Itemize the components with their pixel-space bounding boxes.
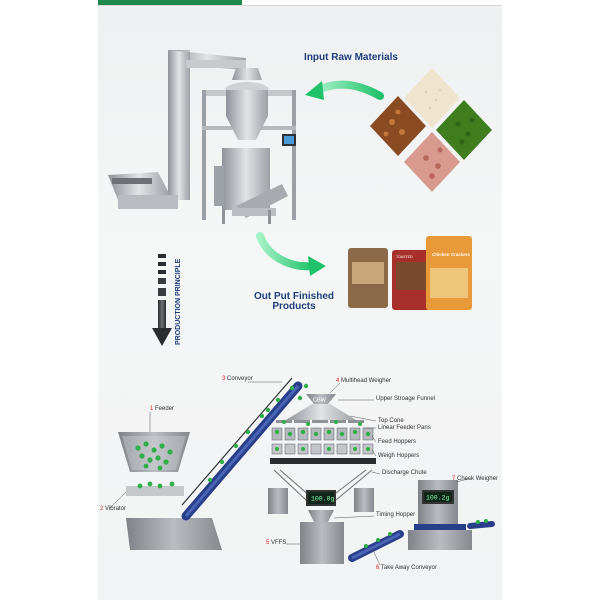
finished-products-image: TOASTED Chicken Crackers	[348, 236, 472, 310]
cbw-label: CBW	[313, 398, 327, 404]
side-block	[268, 488, 288, 514]
bag-label-toasted: TOASTED	[396, 255, 413, 259]
vibrator-tray	[126, 486, 184, 496]
label-vibrator: 2 Vibrator	[100, 506, 126, 512]
vibrator-peas	[137, 481, 175, 489]
conveyor-peas	[207, 383, 309, 483]
check-weigher-base	[408, 530, 472, 550]
weigh-peas	[275, 447, 370, 451]
machine-base	[126, 518, 222, 550]
take-away-conveyor	[348, 530, 404, 562]
side-block-2	[354, 488, 374, 512]
upper-funnel	[306, 394, 336, 404]
label-feeder: 1 Feeder	[150, 406, 175, 412]
raw-materials-image	[370, 68, 492, 192]
output-arrow	[256, 232, 316, 271]
input-arrowhead	[305, 81, 324, 100]
weigher-display-value: 100.0g	[311, 496, 335, 503]
output-title-line2: Products	[272, 301, 316, 312]
top-divider	[98, 5, 502, 6]
weigh-hoppers	[271, 443, 374, 455]
label-vffs: 5 VFFS	[266, 540, 287, 546]
feed-hoppers	[271, 427, 374, 441]
top-cone	[286, 404, 356, 420]
packaging-machine-image	[108, 50, 296, 224]
label-takeaway: 6 Take Away Conveyor	[376, 565, 437, 571]
label-conveyor: 3 Conveyor	[222, 376, 253, 382]
incline-conveyor	[181, 377, 303, 521]
production-principle-arrow	[152, 254, 172, 346]
label-feed-hoppers: Feed Hoppers	[378, 439, 417, 445]
feeder-peas	[135, 441, 173, 471]
leader-lines	[109, 381, 473, 566]
bag-label-crackers: Chicken Crackers	[432, 252, 471, 257]
check-weigher-display: 100.2g	[426, 495, 450, 502]
input-raw-materials-title: Input Raw Materials	[304, 52, 398, 63]
takeaway-peas	[364, 532, 392, 548]
hopper-peas	[274, 420, 371, 437]
label-upper-funnel: Upper Stroage Funnel	[376, 396, 436, 402]
label-check-weigher: 7 Check Weigher	[452, 476, 498, 482]
exit-conveyor	[467, 521, 495, 529]
output-arrowhead	[308, 256, 326, 276]
output-title-line1: Out Put Finished	[254, 291, 334, 302]
discharge-chute	[273, 469, 373, 501]
check-belt	[414, 524, 466, 530]
timing-hopper	[308, 510, 334, 522]
production-principle-label: PRODUCTION PRINCIPLE	[175, 258, 182, 345]
linear-feeder-pans	[276, 420, 364, 423]
label-weigh-hoppers: Weigh Hoppers	[378, 453, 420, 459]
top-accent-bar	[98, 0, 242, 5]
label-multihead: 4 Multihead Weigher	[336, 378, 391, 384]
label-timing-hopper: Timing Hopper	[376, 512, 416, 518]
input-arrow	[314, 80, 384, 100]
discharge-gates	[270, 458, 376, 464]
label-linear-pans: Linear Feeder Pans	[378, 425, 431, 431]
exit-peas	[476, 519, 488, 524]
label-discharge: Discharge Chute	[382, 470, 427, 476]
vffs-machine	[300, 522, 344, 564]
label-top-cone: Top Cone	[378, 418, 404, 424]
